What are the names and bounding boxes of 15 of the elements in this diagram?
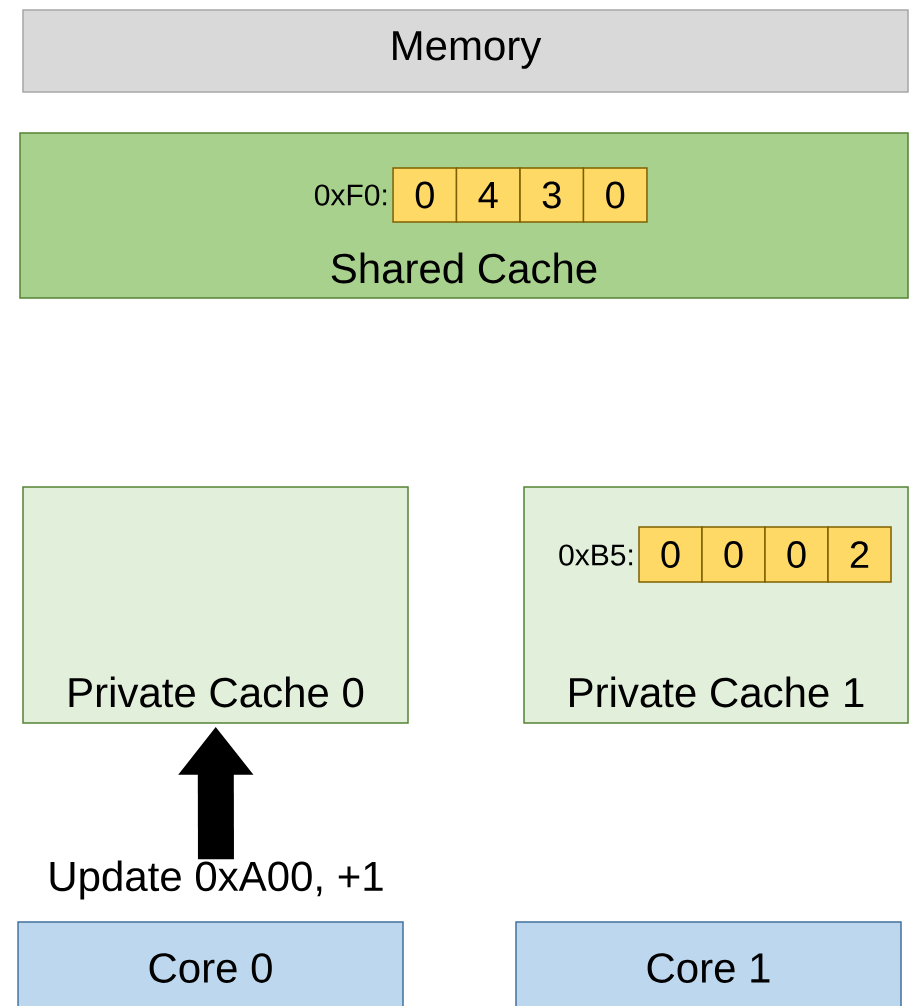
cell: 2 <box>827 526 892 583</box>
cell: 4 <box>455 167 521 223</box>
instruction-text: Update 0xA00, +1 <box>50 860 383 900</box>
cell: 3 <box>519 167 585 223</box>
address-label: 0xB5: <box>559 544 633 566</box>
cell: 0 <box>638 526 703 583</box>
address-label: 0xF0: <box>314 184 387 206</box>
cell: 0 <box>392 167 458 223</box>
cell: 0 <box>582 167 648 223</box>
core-box: Core 0 <box>17 921 404 1006</box>
core-box: Core 1 <box>515 921 902 1006</box>
memory-box: Memory <box>22 9 909 93</box>
cell: 0 <box>764 526 829 583</box>
cache-box: Private Cache 0 <box>22 486 409 724</box>
cell: 0 <box>701 526 766 583</box>
